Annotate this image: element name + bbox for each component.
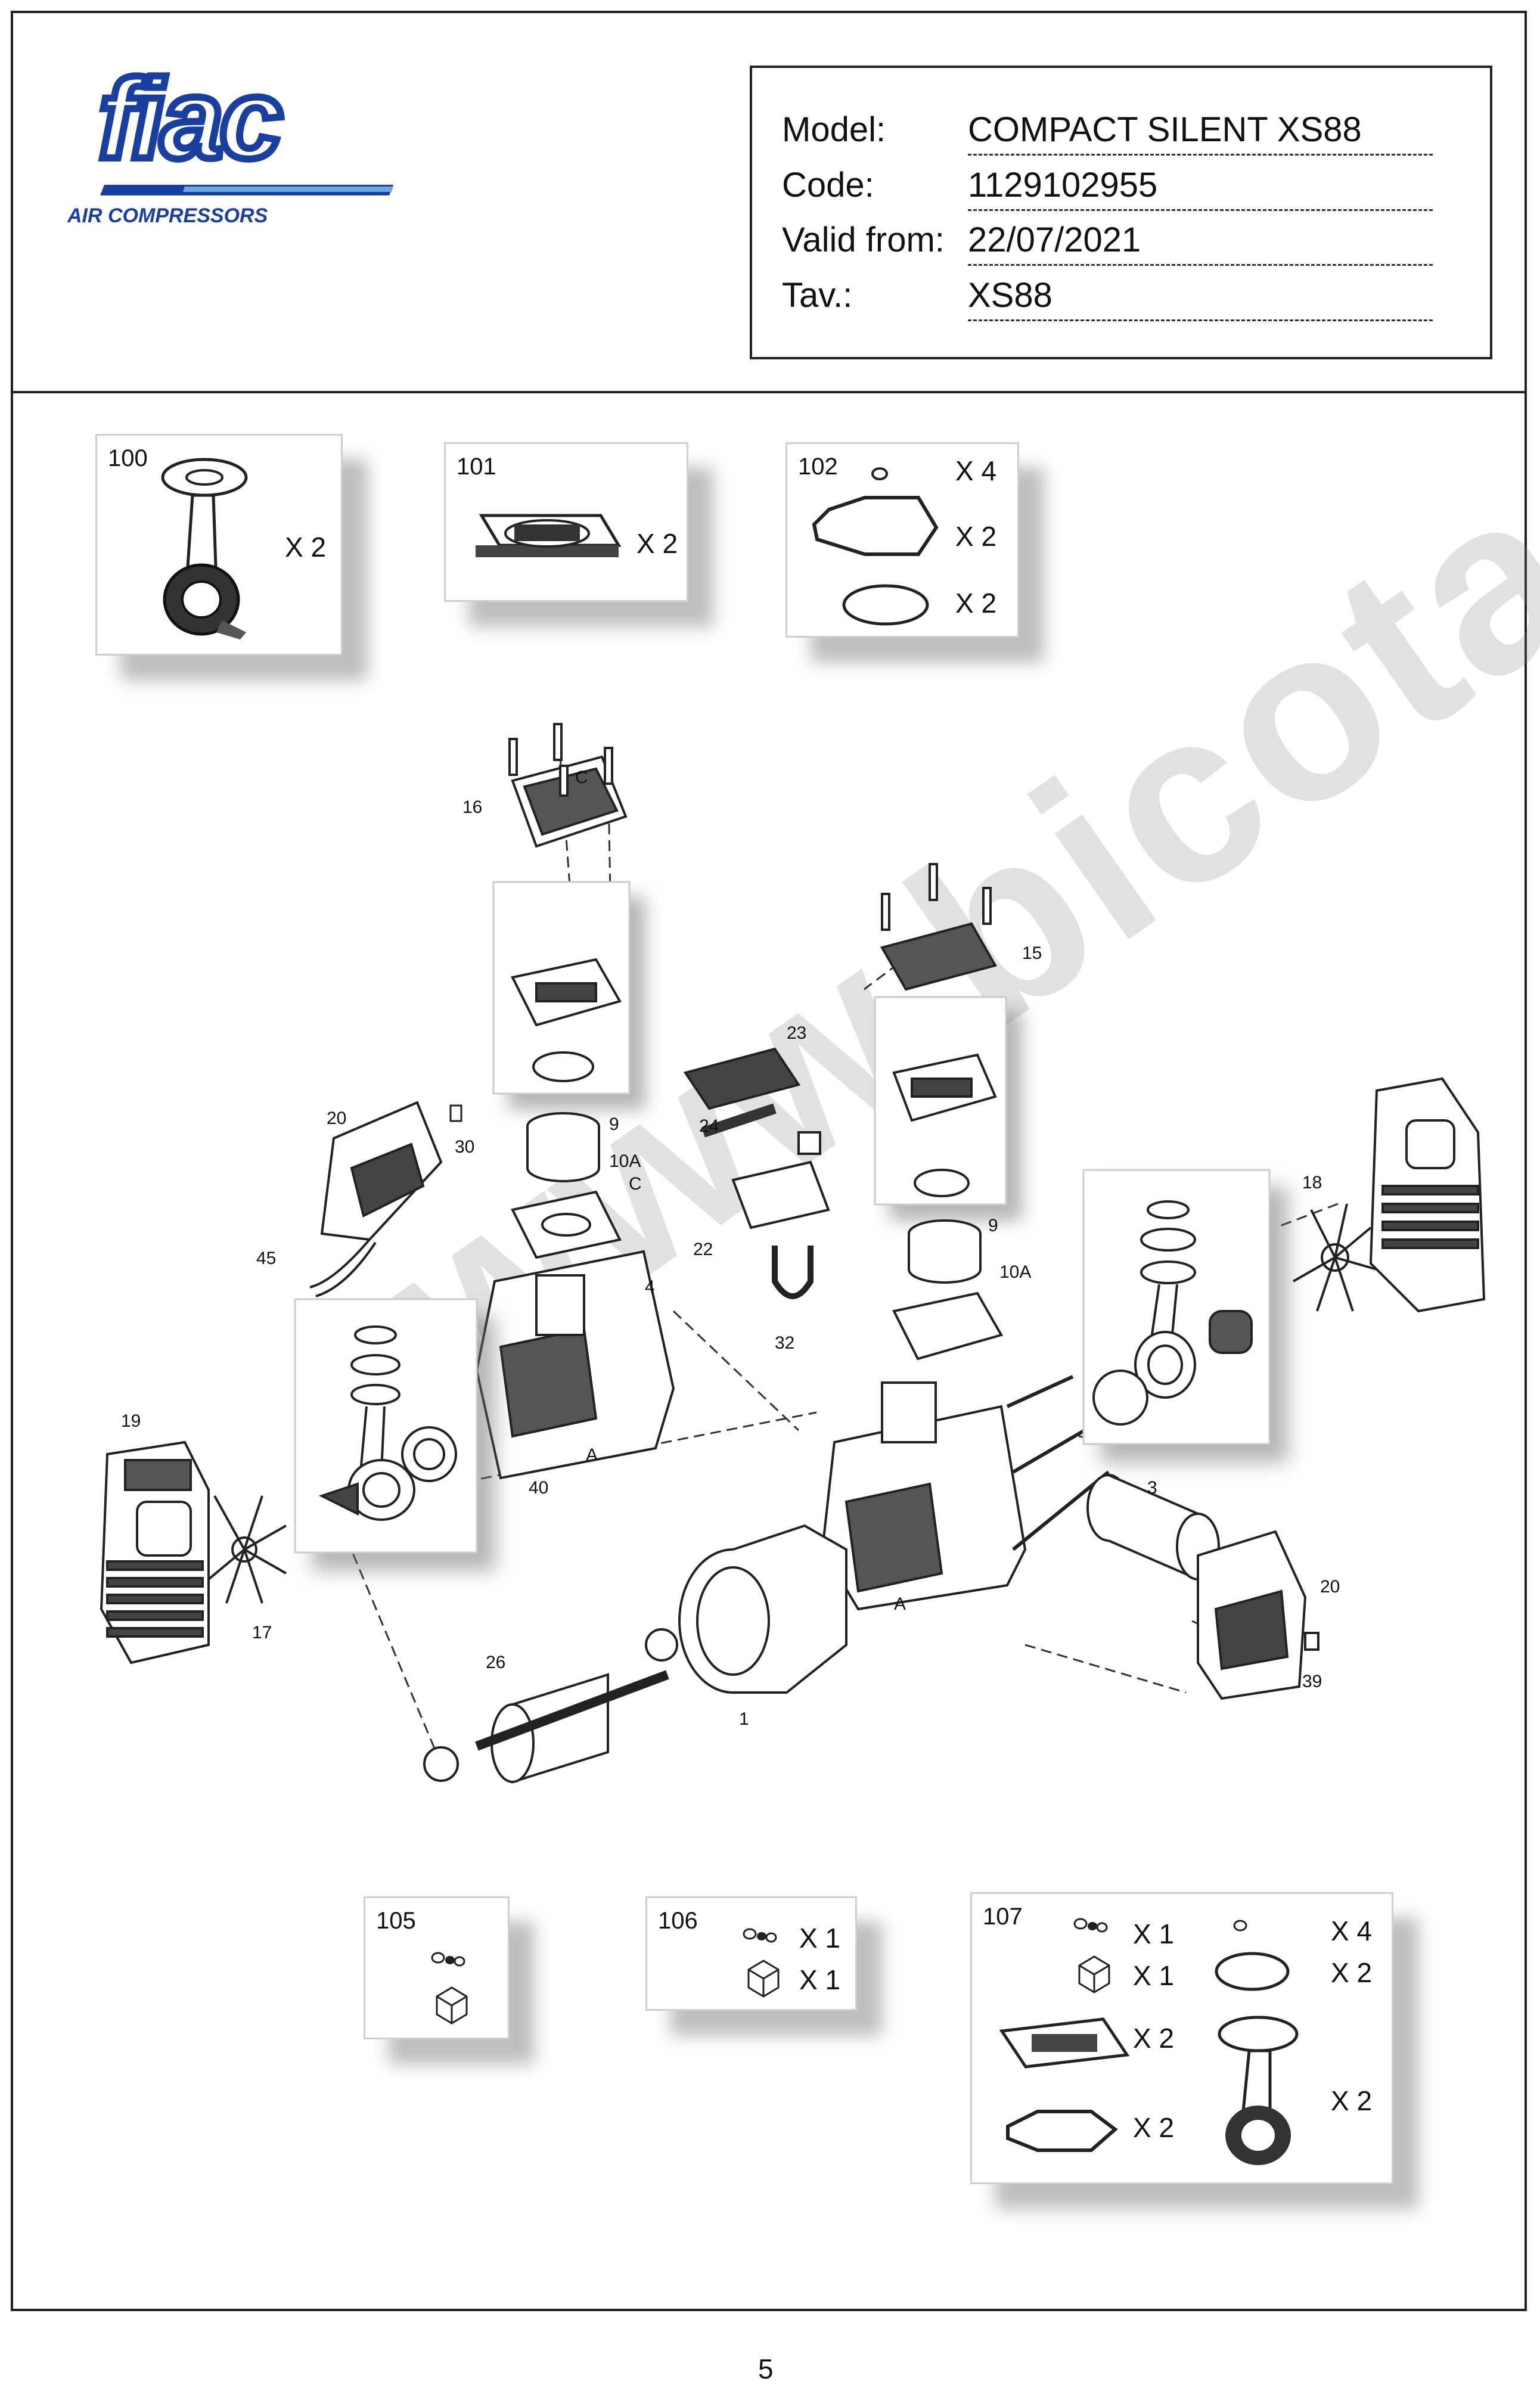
- fan-cover-left: [100, 1440, 210, 1665]
- kit-107: 107 X 1 X 1 X 2 X 2 X 4 X 2 X 2: [970, 1892, 1393, 2184]
- motor-rotor: [423, 1628, 678, 1784]
- info-value: 1129102955: [968, 166, 1158, 204]
- info-value: COMPACT SILENT XS88: [968, 110, 1362, 149]
- kit-106: 106 X 1 X 1: [645, 1896, 857, 2011]
- callout-24: 24: [699, 1116, 719, 1136]
- callout-20: 20: [1320, 1577, 1340, 1597]
- callout-20: 20: [327, 1108, 347, 1128]
- crankcase-right: [821, 1375, 1110, 1611]
- callout-17: 17: [252, 1623, 272, 1642]
- callout-18: 18: [1302, 1173, 1322, 1193]
- terminal-cover-left: [309, 1101, 443, 1297]
- seal-kit-icon: [743, 1928, 780, 1998]
- motor-stator: [678, 1524, 847, 1694]
- quantity: X 1: [1133, 1960, 1175, 1991]
- callout-26: 26: [486, 1653, 506, 1672]
- quantity: X 2: [637, 528, 678, 559]
- callout-45: 45: [256, 1249, 277, 1268]
- callout-c: C: [629, 1174, 642, 1194]
- quantity: X 4: [955, 455, 997, 486]
- fan-cover-right: [1369, 1077, 1486, 1313]
- callout-30: 30: [455, 1137, 475, 1157]
- kit-number: 100: [108, 445, 148, 471]
- callout-a: A: [894, 1594, 906, 1614]
- valve-assembly-center: [683, 1047, 830, 1299]
- quantity: X 4: [1331, 1915, 1373, 1946]
- fan-left: [207, 1495, 287, 1604]
- callout-10a: 10A: [609, 1151, 641, 1171]
- callout-32: 32: [775, 1333, 795, 1353]
- kit-number: 102: [798, 454, 838, 480]
- kit-102: 102 X 4 X 2 X 2: [785, 442, 1019, 638]
- page-number: 5: [758, 2353, 774, 2384]
- connecting-rod-icon: [161, 458, 248, 639]
- valve-plate-gasket-icon: [999, 2017, 1130, 2152]
- info-label: Code:: [782, 166, 874, 204]
- quantity: X 2: [1331, 1957, 1373, 1988]
- callout-23: 23: [787, 1023, 807, 1043]
- info-label: Valid from:: [782, 221, 945, 259]
- kit-100: 100 X 2: [95, 434, 343, 656]
- quantity: X 1: [799, 1923, 841, 1954]
- quantity: X 2: [1331, 2085, 1373, 2116]
- kit-number: 105: [376, 1908, 416, 1934]
- callout-4: 4: [645, 1277, 655, 1297]
- callout-15: 15: [1022, 943, 1042, 963]
- gasket-set-icon: [812, 467, 939, 626]
- callout-40: 40: [529, 1478, 549, 1498]
- cylinder-left: [511, 1112, 622, 1259]
- callout-16: 16: [462, 797, 483, 817]
- fan-right: [1293, 1203, 1377, 1312]
- header-divider: [11, 391, 1527, 393]
- kit-105: 105: [364, 1896, 510, 2039]
- piston-rod-right: [1092, 1200, 1253, 1426]
- valve-plate-right: [892, 1053, 997, 1197]
- model-info-box: Model: COMPACT SILENT XS88 Code: 1129102…: [750, 66, 1492, 359]
- quantity: X 2: [955, 588, 997, 619]
- quantity: X 1: [799, 1964, 841, 1995]
- callout-c: C: [575, 768, 588, 787]
- info-label: Model:: [782, 110, 886, 149]
- callout-39: 39: [1302, 1672, 1322, 1691]
- callout-3: 3: [1147, 1478, 1157, 1498]
- callout-19: 19: [121, 1411, 141, 1431]
- kit-number: 106: [658, 1908, 698, 1934]
- info-label: Tav.:: [782, 276, 853, 315]
- cylinder-head-right: [880, 863, 998, 991]
- page-frame: [11, 11, 1527, 2311]
- gasket-and-rod-icon: [1215, 1920, 1299, 2165]
- valve-plate-icon: [476, 514, 622, 557]
- callout-9: 9: [609, 1114, 619, 1134]
- terminal-cover-right: [1197, 1530, 1319, 1700]
- cylinder-head-left: [508, 723, 628, 848]
- info-value: XS88: [968, 276, 1052, 315]
- logo-tagline: AIR COMPRESSORS: [67, 204, 268, 227]
- kit-number: 101: [457, 454, 496, 480]
- piston-rod-left: [318, 1325, 457, 1521]
- callout-10a: 10A: [999, 1262, 1032, 1282]
- seal-kit-icon: [1073, 1918, 1110, 1993]
- kit-number: 107: [983, 1904, 1023, 1930]
- valve-plate-left: [511, 958, 622, 1082]
- callout-a: A: [586, 1445, 598, 1465]
- quantity: X 2: [1133, 2023, 1175, 2054]
- seal-kit-icon: [431, 1952, 468, 2024]
- crankcase-left: [475, 1250, 675, 1480]
- logo-wordmark: fiac: [98, 56, 281, 182]
- quantity: X 1: [1133, 1918, 1175, 1949]
- quantity: X 2: [1133, 2112, 1175, 2143]
- info-value: 22/07/2021: [968, 221, 1141, 259]
- quantity: X 2: [285, 532, 327, 563]
- fiac-logo: fiac AIR COMPRESSORS: [63, 52, 408, 235]
- kit-101: 101 X 2: [444, 442, 688, 602]
- quantity: X 2: [955, 521, 997, 552]
- callout-9: 9: [988, 1216, 998, 1235]
- callout-22: 22: [693, 1240, 713, 1259]
- cylinder-right: [892, 1219, 1004, 1361]
- callout-1: 1: [739, 1709, 749, 1729]
